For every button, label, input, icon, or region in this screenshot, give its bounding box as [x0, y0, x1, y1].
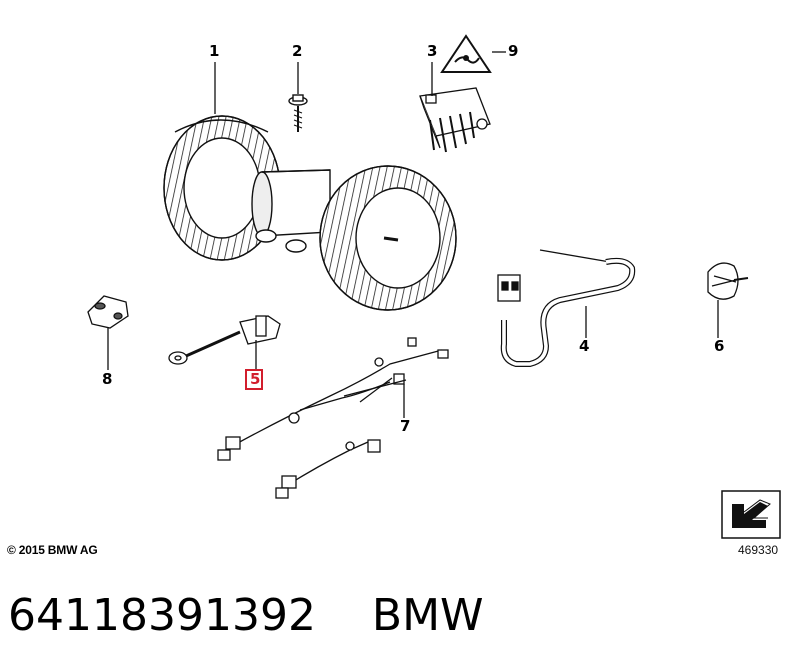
callout-7[interactable]: 7 — [400, 417, 411, 435]
caption-spacer — [316, 590, 372, 641]
screw — [288, 94, 308, 132]
hot-surface-warning-icon — [440, 34, 492, 73]
next-page-arrow-icon[interactable] — [721, 490, 781, 539]
temperature-sensor — [168, 315, 281, 365]
highlighted-part-box — [245, 369, 263, 390]
callout-2[interactable]: 2 — [292, 42, 303, 60]
blower-resistor — [419, 87, 491, 153]
callout-9[interactable]: 9 — [508, 42, 519, 60]
clip-knob — [707, 262, 749, 300]
part-number: 64118391392 — [8, 590, 316, 641]
brand-name: BMW — [371, 590, 484, 641]
blower-motor-assembly — [163, 115, 457, 311]
callout-3[interactable]: 3 — [427, 42, 438, 60]
drawing-number: 469330 — [738, 543, 779, 557]
copyright-notice: © 2015 BMW AG — [7, 543, 98, 557]
temperature-sensor-pipe — [497, 249, 636, 367]
callout-8[interactable]: 8 — [102, 370, 113, 388]
callout-6[interactable]: 6 — [714, 337, 725, 355]
callout-1[interactable]: 1 — [209, 42, 220, 60]
leader-lines — [107, 51, 719, 418]
callout-4[interactable]: 4 — [579, 337, 590, 355]
part-caption: 64118391392 BMW — [8, 590, 484, 641]
sensor-clip — [87, 295, 129, 329]
callout-5[interactable]: 5 — [250, 370, 261, 388]
wiring-harness — [217, 337, 449, 499]
